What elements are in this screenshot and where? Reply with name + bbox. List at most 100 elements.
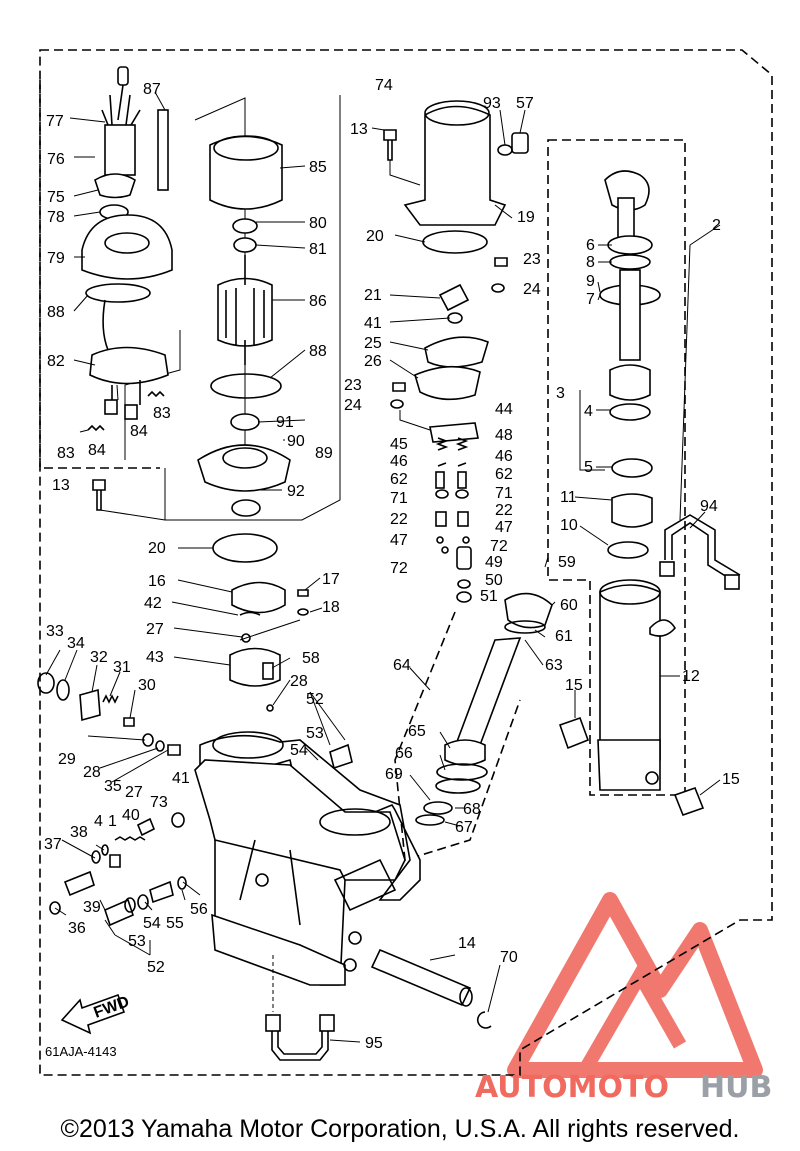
part-label: 22 <box>495 502 513 519</box>
part-label: 16 <box>148 573 166 590</box>
motor-assembly <box>39 66 181 469</box>
main-housing <box>194 731 421 986</box>
part-label: 15 <box>565 677 583 694</box>
part-label: 26 <box>364 353 382 370</box>
part-label: 78 <box>47 209 65 226</box>
part-label: 77 <box>46 113 64 130</box>
part-label: 10 <box>560 517 578 534</box>
part-label: 71 <box>390 490 408 507</box>
part-label: 64 <box>393 657 411 674</box>
part-label: 57 <box>516 95 534 112</box>
part-label: 15 <box>722 771 740 788</box>
part-label: 89 <box>315 445 333 462</box>
part-label: 13 <box>52 477 70 494</box>
bolt <box>383 129 397 161</box>
part-label: 88 <box>309 343 327 360</box>
watermark-main: AUTOMOTO <box>475 1070 669 1105</box>
part-label: 83 <box>57 445 75 462</box>
part-label: 94 <box>700 498 718 515</box>
part-label: 27 <box>125 784 143 801</box>
part-label: 51 <box>480 588 498 605</box>
part-label: 54 <box>290 742 308 759</box>
part-label: 74 <box>375 77 393 94</box>
part-label: 68 <box>463 801 481 818</box>
tilt-rod-group <box>394 592 553 862</box>
part-label: 92 <box>287 483 305 500</box>
part-label: 56 <box>190 901 208 918</box>
part-label: 7 <box>586 291 595 308</box>
part-label: 23 <box>523 251 541 268</box>
part-label: 84 <box>88 442 106 459</box>
part-label: 70 <box>500 949 518 966</box>
part-label: 60 <box>560 597 578 614</box>
reservoir-group <box>390 100 529 443</box>
bolt <box>92 479 106 511</box>
part-label: 53 <box>306 725 324 742</box>
part-label: 4 <box>584 403 593 420</box>
part-label: 19 <box>517 209 535 226</box>
part-label: 67 <box>455 819 473 836</box>
armature <box>217 277 273 347</box>
part-label: 42 <box>144 595 162 612</box>
part-label: 79 <box>47 250 65 267</box>
lead-wire-part <box>101 66 169 191</box>
part-label: 66 <box>395 745 413 762</box>
part-label: 49 <box>485 554 503 571</box>
part-label: 31 <box>113 659 131 676</box>
retaining-clip <box>476 1011 492 1029</box>
part-label: 33 <box>46 623 64 640</box>
part-label: 40 <box>122 807 140 824</box>
part-label: 44 <box>495 401 513 418</box>
part-label: 87 <box>143 81 161 98</box>
part-label: 88 <box>47 304 65 321</box>
fwd-arrow-icon: FWD <box>60 993 132 1035</box>
left-small-parts <box>37 672 353 927</box>
part-label: 71 <box>495 485 513 502</box>
part-label: 86 <box>309 293 327 310</box>
part-label: 3 <box>556 385 565 402</box>
part-label: 6 <box>586 237 595 254</box>
part-label: 14 <box>458 935 476 952</box>
part-label: 72 <box>390 560 408 577</box>
part-label: 38 <box>70 824 88 841</box>
housing-body <box>199 734 421 901</box>
part-label: 20 <box>366 228 384 245</box>
part-label: 25 <box>364 335 382 352</box>
part-label: 35 <box>104 778 122 795</box>
watermark-text: AUTOMOTO HUB <box>475 1070 772 1105</box>
part-label: 91 <box>276 414 294 431</box>
brush-housing <box>81 214 173 280</box>
watermark-hub: HUB <box>700 1070 772 1105</box>
watermark-logo <box>507 892 763 1078</box>
part-label: 69 <box>385 766 403 783</box>
pump-parts <box>212 533 309 712</box>
part-label: 72 <box>490 538 508 555</box>
part-label: 46 <box>390 453 408 470</box>
part-label: 1 <box>108 813 117 830</box>
part-label: 59 <box>558 554 576 571</box>
part-label: 22 <box>390 511 408 528</box>
part-label: 85 <box>309 159 327 176</box>
part-label: 80 <box>309 215 327 232</box>
part-label: 55 <box>166 915 184 932</box>
part-label: 41 <box>364 315 382 332</box>
part-label: 17 <box>322 571 340 588</box>
part-label: 9 <box>586 273 595 290</box>
part-label: 53 <box>128 933 146 950</box>
part-label: 48 <box>495 427 513 444</box>
part-label: 62 <box>495 466 513 483</box>
connecting-pipe <box>265 955 335 1061</box>
part-label: 20 <box>148 540 166 557</box>
part-label: 12 <box>682 668 700 685</box>
part-label: 37 <box>44 836 62 853</box>
part-label: 62 <box>390 471 408 488</box>
part-labels: 87 77 76 75 78 79 88 82 83 83 84 84 13 7… <box>44 77 740 1052</box>
pivot-pin <box>370 948 472 1007</box>
trim-cylinder-group <box>547 139 741 817</box>
part-label: 76 <box>47 151 65 168</box>
part-label: 90 <box>287 433 305 450</box>
part-label: 63 <box>545 657 563 674</box>
part-label: 45 <box>390 436 408 453</box>
part-label: 11 <box>560 489 577 506</box>
